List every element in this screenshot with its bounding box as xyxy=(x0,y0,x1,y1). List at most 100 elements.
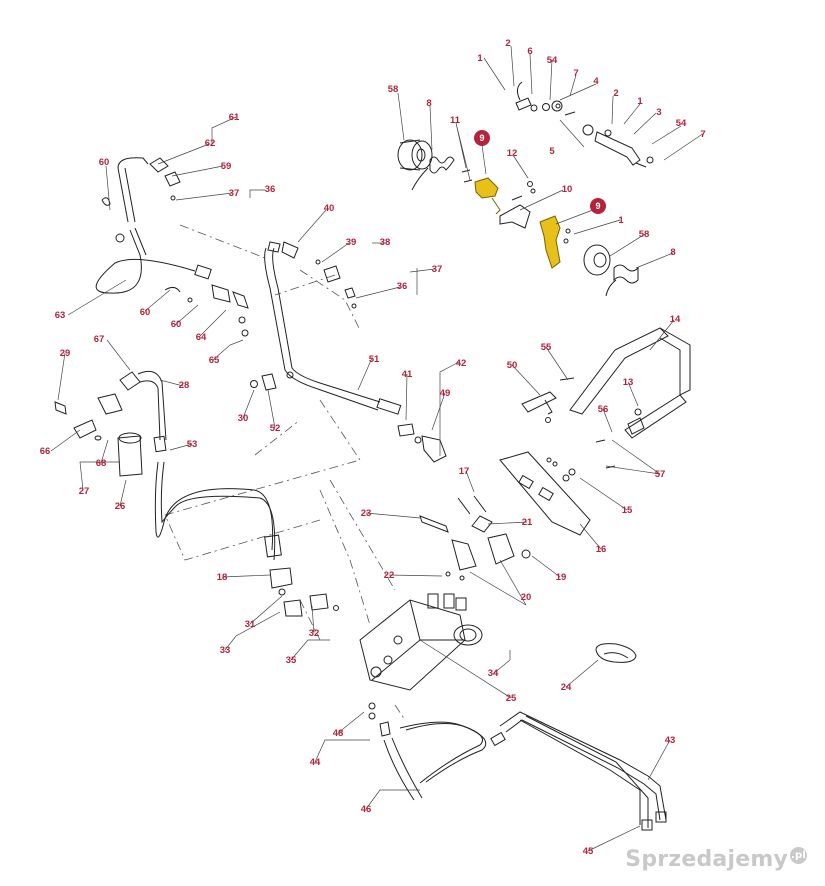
highlight-badge-2: 9 xyxy=(590,198,606,214)
callout-label: 60 xyxy=(171,319,182,330)
highlight-badge-1: 9 xyxy=(474,130,490,146)
callout-label: 63 xyxy=(55,310,66,321)
callout-label: 42 xyxy=(456,358,467,369)
callout-label: 27 xyxy=(79,486,90,497)
callout-label: 5 xyxy=(549,146,555,157)
callout-label: 24 xyxy=(561,682,572,693)
callout-label: 2 xyxy=(505,38,510,49)
highlighted-bracket-9-upper xyxy=(474,177,501,215)
fittings-31-35 xyxy=(269,567,339,617)
callout-label: 3 xyxy=(656,107,661,118)
callout-label: 53 xyxy=(187,439,198,450)
callout-label: 1 xyxy=(618,215,624,226)
callout-label: 41 xyxy=(402,369,413,380)
callout-label: 22 xyxy=(384,570,395,581)
callout-label: 68 xyxy=(96,458,107,469)
callout-label: 20 xyxy=(521,592,532,603)
callout-label: 52 xyxy=(270,423,281,434)
hose-63-group xyxy=(95,157,249,337)
callout-label: 8 xyxy=(670,247,675,258)
callout-label: 64 xyxy=(196,332,207,343)
callout-label: 14 xyxy=(670,314,681,325)
callout-label: 10 xyxy=(562,184,573,195)
callout-label: 58 xyxy=(388,84,399,95)
roller-58-right xyxy=(583,244,611,276)
callout-label: 67 xyxy=(94,334,105,345)
callout-label: 34 xyxy=(488,668,499,679)
callout-label: 21 xyxy=(522,517,533,528)
pins-and-clevis xyxy=(419,495,531,581)
callout-label: 4 xyxy=(593,76,599,87)
hoses-45-46-47 xyxy=(368,702,667,831)
hose-30-group xyxy=(54,370,282,561)
callout-label: 7 xyxy=(700,129,705,140)
callout-label: 61 xyxy=(229,112,240,123)
fittings-51-52 xyxy=(250,373,277,391)
callout-label: 23 xyxy=(361,508,372,519)
callout-label: 13 xyxy=(623,377,634,388)
plate-10 xyxy=(499,181,536,229)
badge-label-2: 9 xyxy=(595,201,600,211)
callout-label: 44 xyxy=(310,757,321,768)
callout-label: 55 xyxy=(541,342,552,353)
callout-label: 18 xyxy=(217,572,228,583)
callout-label: 17 xyxy=(459,466,470,477)
callout-label: 60 xyxy=(140,307,151,318)
clamp-48 xyxy=(595,643,637,663)
callout-label: 12 xyxy=(507,148,518,159)
callout-label: 51 xyxy=(369,354,380,365)
callout-label: 58 xyxy=(639,229,650,240)
callout-label: 43 xyxy=(665,735,676,746)
callout-label: 40 xyxy=(324,203,335,214)
hose-41 xyxy=(264,241,447,463)
plate-17 xyxy=(499,451,591,536)
watermark-logo: Sprzedajemy.pl xyxy=(625,847,807,872)
callout-label: 50 xyxy=(507,360,518,371)
callout-label: 65 xyxy=(209,355,220,366)
pins-11 xyxy=(461,169,473,183)
callout-label: 30 xyxy=(238,413,249,424)
callout-label: 60 xyxy=(99,157,110,168)
callout-label: 45 xyxy=(583,846,594,857)
callout-leader-lines xyxy=(50,45,705,852)
callout-label: 37 xyxy=(432,264,443,275)
callout-label: 8 xyxy=(426,98,431,109)
callout-label: 32 xyxy=(309,628,320,639)
callout-label: 16 xyxy=(596,544,607,555)
callout-label: 62 xyxy=(205,138,216,149)
callout-label: 56 xyxy=(598,404,609,415)
callout-label: 25 xyxy=(506,693,517,704)
roller-58-top xyxy=(397,139,433,171)
callout-label: 36 xyxy=(265,184,276,195)
callout-label: 46 xyxy=(361,804,372,815)
callout-label: 26 xyxy=(115,501,126,512)
callout-label: 57 xyxy=(655,469,666,480)
spring-8-right xyxy=(605,264,639,297)
callout-labels: 1 2 6 54 7 4 2 1 3 54 7 58 8 11 12 10 5 … xyxy=(40,38,706,857)
callout-label: 28 xyxy=(179,380,190,391)
callout-label: 15 xyxy=(622,505,633,516)
callout-label: 38 xyxy=(380,237,391,248)
lever-assembly-top xyxy=(515,81,654,168)
callout-label: 66 xyxy=(40,446,51,457)
callout-label: 29 xyxy=(60,348,71,359)
callout-label: 6 xyxy=(527,46,532,57)
callout-label: 2 xyxy=(613,88,618,99)
valve-block-24 xyxy=(359,593,483,691)
assembly-guide-lines xyxy=(164,224,406,721)
callout-label: 1 xyxy=(637,96,643,107)
watermark-suffix: .pl xyxy=(790,847,807,864)
callout-label: 35 xyxy=(286,655,297,666)
callout-label: 36 xyxy=(397,281,408,292)
frame-13 xyxy=(521,327,691,469)
callout-label: 37 xyxy=(229,188,240,199)
highlighted-bracket-9-lower xyxy=(539,215,571,269)
callout-label: 1 xyxy=(477,53,483,64)
spring-8-top xyxy=(411,156,455,191)
watermark-text: Sprzedajemy xyxy=(625,847,788,872)
callout-label: 7 xyxy=(573,68,578,79)
callout-label: 11 xyxy=(450,115,461,126)
badge-label-1: 9 xyxy=(479,133,484,143)
callout-label: 39 xyxy=(346,237,357,248)
